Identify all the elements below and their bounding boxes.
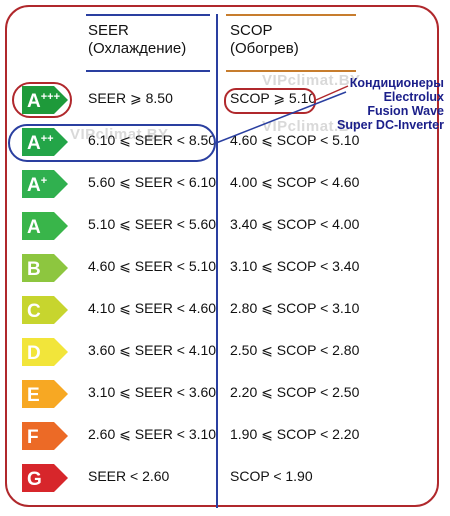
arrow-shape: [22, 254, 68, 282]
class-row: A++ 6.10 ⩽ SEER < 8.50 4.60 ⩽ SCOP < 5.10: [0, 126, 450, 160]
arrow-shape: [22, 464, 68, 492]
class-row: A+ 5.60 ⩽ SEER < 6.10 4.00 ⩽ SCOP < 4.60: [0, 168, 450, 202]
class-row: A 5.10 ⩽ SEER < 5.60 3.40 ⩽ SCOP < 4.00: [0, 210, 450, 244]
arrow-shape: [22, 128, 68, 156]
annotation-line-2: Electrolux: [383, 90, 444, 104]
class-row: B 4.60 ⩽ SEER < 5.10 3.10 ⩽ SCOP < 3.40: [0, 252, 450, 286]
seer-range: 3.10 ⩽ SEER < 3.60: [88, 384, 217, 400]
class-label: D: [27, 343, 41, 364]
energy-class-arrow-icon: E: [20, 378, 70, 410]
highlight-oval-scop: [224, 88, 316, 114]
arrow-shape: [22, 296, 68, 324]
class-label: C: [27, 301, 41, 322]
scop-range: SCOP ⩾ 5.10: [230, 90, 317, 106]
energy-class-arrow-icon: C: [20, 294, 70, 326]
class-row: E 3.10 ⩽ SEER < 3.60 2.20 ⩽ SCOP < 2.50: [0, 378, 450, 412]
pointer-line-blue: [215, 91, 347, 144]
annotation-line-1: Кондиционеры: [349, 76, 444, 90]
product-annotation: Кондиционеры Electrolux Fusion Wave Supe…: [294, 76, 444, 132]
seer-range: 2.60 ⩽ SEER < 3.10: [88, 426, 217, 442]
scop-range: 3.10 ⩽ SCOP < 3.40: [230, 258, 360, 274]
seer-title: SEER: [88, 22, 129, 39]
annotation-line-4: Super DC-Inverter: [337, 118, 444, 132]
watermark-1: VIPclimat.BY: [70, 126, 169, 143]
energy-class-arrow-icon: G: [20, 462, 70, 494]
arrow-shape: [22, 212, 68, 240]
highlight-oval-aplusplus: [8, 124, 216, 162]
watermark-3: VIPclimat.BY: [262, 118, 361, 135]
seer-range: SEER < 2.60: [88, 468, 170, 484]
class-row: F 2.60 ⩽ SEER < 3.10 1.90 ⩽ SCOP < 2.20: [0, 420, 450, 454]
scop-subtitle: (Обогрев): [230, 40, 299, 57]
scop-range: 2.80 ⩽ SCOP < 3.10: [230, 300, 360, 316]
energy-class-arrow-icon: A++: [20, 126, 70, 158]
seer-range: 5.10 ⩽ SEER < 5.60: [88, 216, 217, 232]
class-row: C 4.10 ⩽ SEER < 4.60 2.80 ⩽ SCOP < 3.10: [0, 294, 450, 328]
class-row: G SEER < 2.60 SCOP < 1.90: [0, 462, 450, 496]
arrow-shape: [22, 422, 68, 450]
scop-bottom-line: [226, 70, 356, 72]
class-label: E: [27, 385, 40, 406]
column-divider: [216, 14, 218, 508]
highlight-oval-aplusplusplus: [12, 82, 72, 118]
energy-class-arrow-icon: A+: [20, 168, 70, 200]
scop-range: 1.90 ⩽ SCOP < 2.20: [230, 426, 360, 442]
class-row: D 3.60 ⩽ SEER < 4.10 2.50 ⩽ SCOP < 2.80: [0, 336, 450, 370]
energy-class-arrow-icon: B: [20, 252, 70, 284]
seer-subtitle: (Охлаждение): [88, 40, 187, 57]
seer-bottom-line: [86, 70, 210, 72]
watermark-2: VIPclimat.BY: [262, 72, 361, 89]
arrow-shape: [22, 380, 68, 408]
seer-range: SEER ⩾ 8.50: [88, 90, 173, 106]
scop-range: SCOP < 1.90: [230, 468, 313, 484]
class-label: F: [27, 427, 39, 448]
seer-range: 4.60 ⩽ SEER < 5.10: [88, 258, 217, 274]
outer-frame: [5, 5, 439, 507]
seer-range: 5.60 ⩽ SEER < 6.10: [88, 174, 217, 190]
energy-class-arrow-icon: F: [20, 420, 70, 452]
class-label: A+: [27, 175, 47, 196]
seer-header: SEER (Охлаждение): [88, 22, 186, 58]
scop-range: 3.40 ⩽ SCOP < 4.00: [230, 216, 360, 232]
class-label: B: [27, 259, 41, 280]
energy-class-arrow-icon: D: [20, 336, 70, 368]
seer-range: 6.10 ⩽ SEER < 8.50: [88, 132, 217, 148]
seer-top-line: [86, 14, 210, 16]
seer-range: 4.10 ⩽ SEER < 4.60: [88, 300, 217, 316]
seer-range: 3.60 ⩽ SEER < 4.10: [88, 342, 217, 358]
class-label: A: [27, 217, 41, 238]
scop-range: 2.20 ⩽ SCOP < 2.50: [230, 384, 360, 400]
class-label: G: [27, 469, 42, 490]
energy-class-arrow-icon: A: [20, 210, 70, 242]
scop-top-line: [226, 14, 356, 16]
annotation-line-3: Fusion Wave: [367, 104, 444, 118]
scop-range: 4.00 ⩽ SCOP < 4.60: [230, 174, 360, 190]
class-label: A++: [27, 133, 54, 154]
scop-header: SCOP (Обогрев): [230, 22, 299, 58]
pointer-line-red: [315, 85, 349, 101]
arrow-shape: [22, 170, 68, 198]
scop-title: SCOP: [230, 22, 273, 39]
arrow-shape: [22, 338, 68, 366]
scop-range: 4.60 ⩽ SCOP < 5.10: [230, 132, 360, 148]
scop-range: 2.50 ⩽ SCOP < 2.80: [230, 342, 360, 358]
